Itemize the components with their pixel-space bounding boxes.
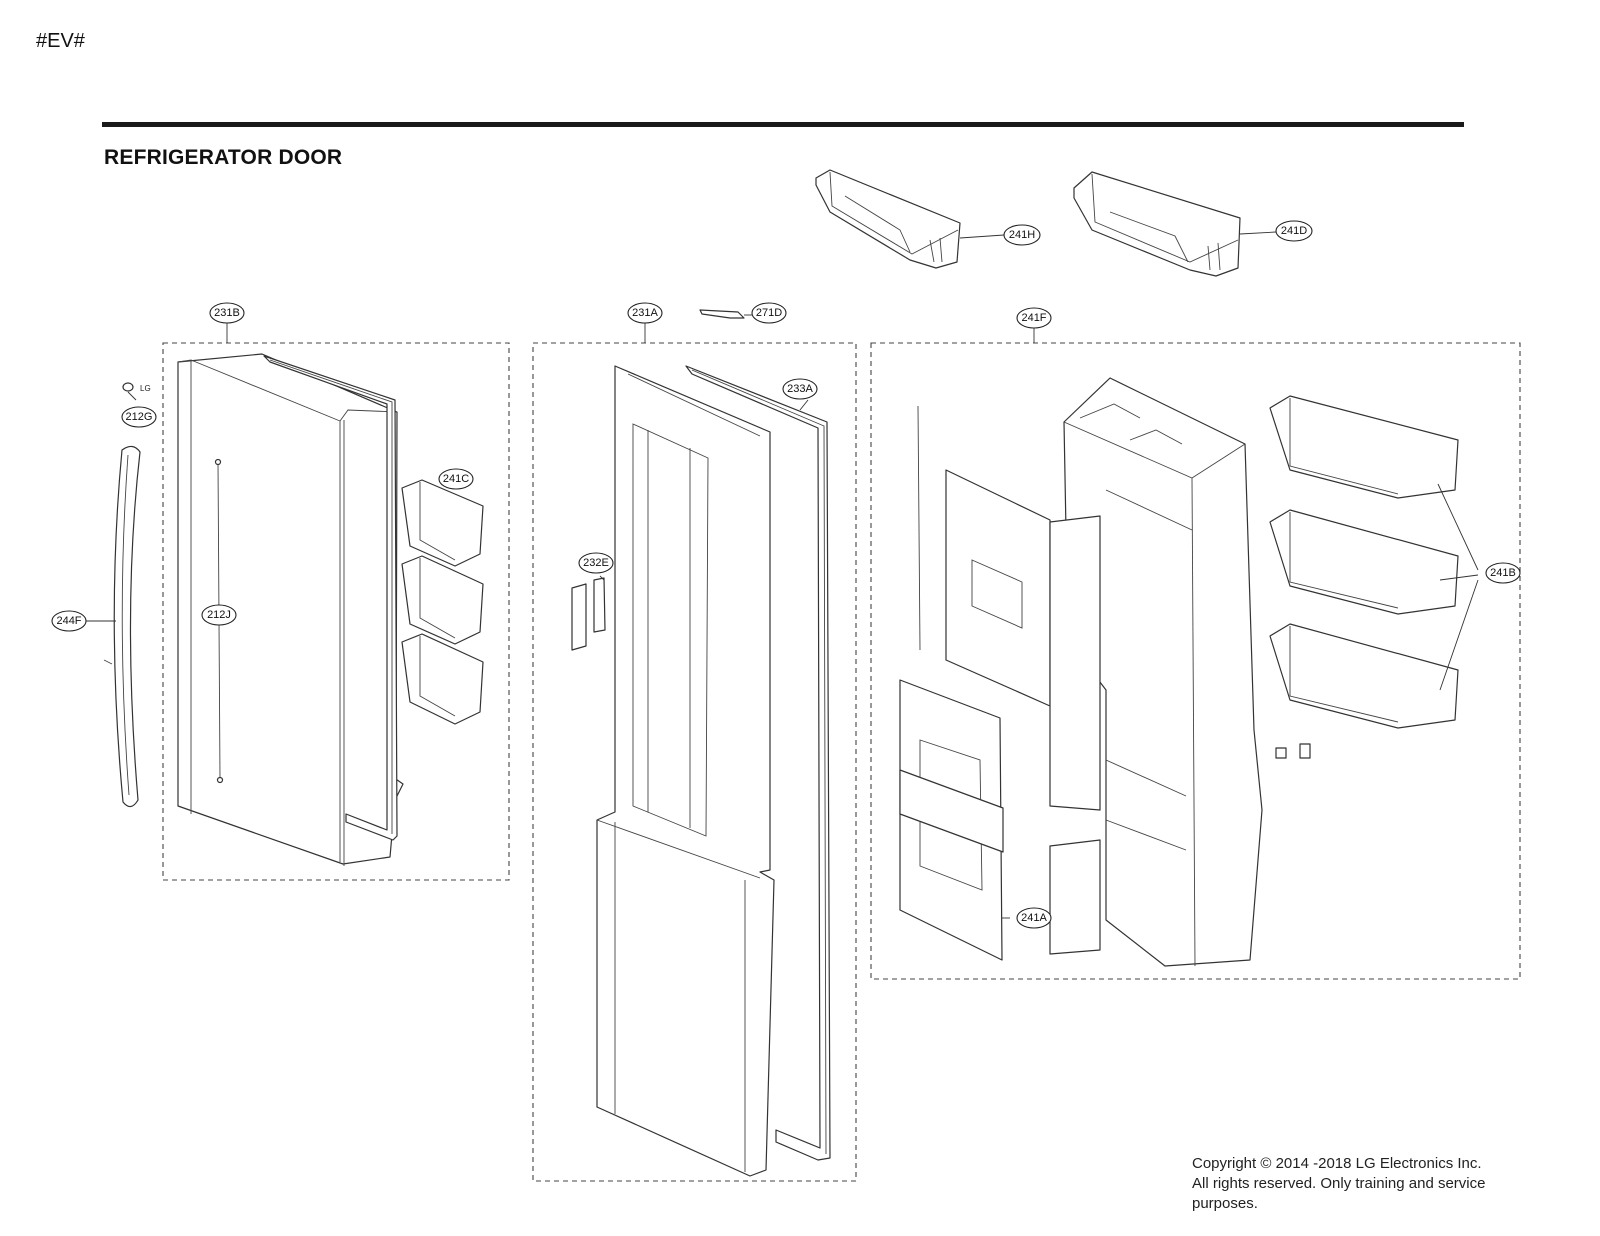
page-code: #EV# xyxy=(36,30,85,52)
callout-label: 231A xyxy=(632,307,658,319)
callout-241h: 241H xyxy=(1003,224,1041,246)
door-bin-241d xyxy=(1073,171,1241,277)
callout-label: 244F xyxy=(56,615,81,627)
callout-label: 241C xyxy=(443,473,469,485)
center-door-panel-231a xyxy=(596,365,775,1177)
callout-label: 241H xyxy=(1009,229,1035,241)
door-liner-241f xyxy=(1063,377,1263,967)
callout-label: 212J xyxy=(207,609,231,621)
left-door-gasket xyxy=(263,355,398,841)
callout-label: 232E xyxy=(583,557,609,569)
small-part-block xyxy=(1275,747,1287,759)
callout-label: 271D xyxy=(756,307,782,319)
left-door-bins-241c xyxy=(401,479,484,725)
callout-241a: 241A xyxy=(1016,907,1052,929)
small-part-clip xyxy=(1299,743,1311,759)
callout-label: 241B xyxy=(1490,567,1516,579)
callout-241b: 241B xyxy=(1485,562,1521,584)
callout-label: 241F xyxy=(1021,312,1046,324)
page-title: REFRIGERATOR DOOR xyxy=(104,146,343,169)
copyright-line-1: Copyright © 2014 -2018 LG Electronics In… xyxy=(1192,1155,1482,1172)
door-handle-244f xyxy=(103,445,141,808)
header-rule xyxy=(102,122,1464,127)
callout-231b: 231B xyxy=(209,302,245,324)
callout-231a: 231A xyxy=(627,302,663,324)
callout-233a: 233A xyxy=(782,378,818,400)
right-liner-group-frame xyxy=(870,342,1521,980)
callout-241d: 241D xyxy=(1275,220,1313,242)
callout-label: 212G xyxy=(126,411,153,423)
lg-emblem-212g: LG xyxy=(122,382,151,393)
callout-241f: 241F xyxy=(1016,307,1052,329)
liner-rod xyxy=(917,405,921,651)
callout-212j: 212J xyxy=(201,604,237,626)
callout-212g: 212G xyxy=(121,406,157,428)
callout-241c: 241C xyxy=(438,468,474,490)
hinge-bracket-271d xyxy=(699,309,745,319)
copyright-line-3: purposes. xyxy=(1192,1195,1258,1212)
door-bin-241h xyxy=(815,169,961,269)
callout-271d: 271D xyxy=(751,302,787,324)
callout-232e: 232E xyxy=(578,552,614,574)
copyright-line-2: All rights reserved. Only training and s… xyxy=(1192,1175,1486,1192)
door-bins-241b xyxy=(1269,395,1459,729)
callout-244f: 244F xyxy=(51,610,87,632)
callout-label: 233A xyxy=(787,383,813,395)
left-door-group-frame xyxy=(162,342,510,881)
center-door-gasket-233a xyxy=(685,365,831,1161)
door-switch-232e xyxy=(571,577,606,651)
callout-label: 241A xyxy=(1021,912,1047,924)
copyright-notice: Copyright © 2014 -2018 LG Electronics In… xyxy=(1192,1154,1522,1214)
leader-lines xyxy=(86,231,1479,919)
callout-label: 231B xyxy=(214,307,240,319)
callout-label: 241D xyxy=(1281,225,1307,237)
center-door-group-frame xyxy=(532,342,857,1182)
lg-logo-text: LG xyxy=(140,384,151,393)
dispenser-cover-241a xyxy=(899,679,1004,961)
door-cover-panel xyxy=(945,469,1101,955)
